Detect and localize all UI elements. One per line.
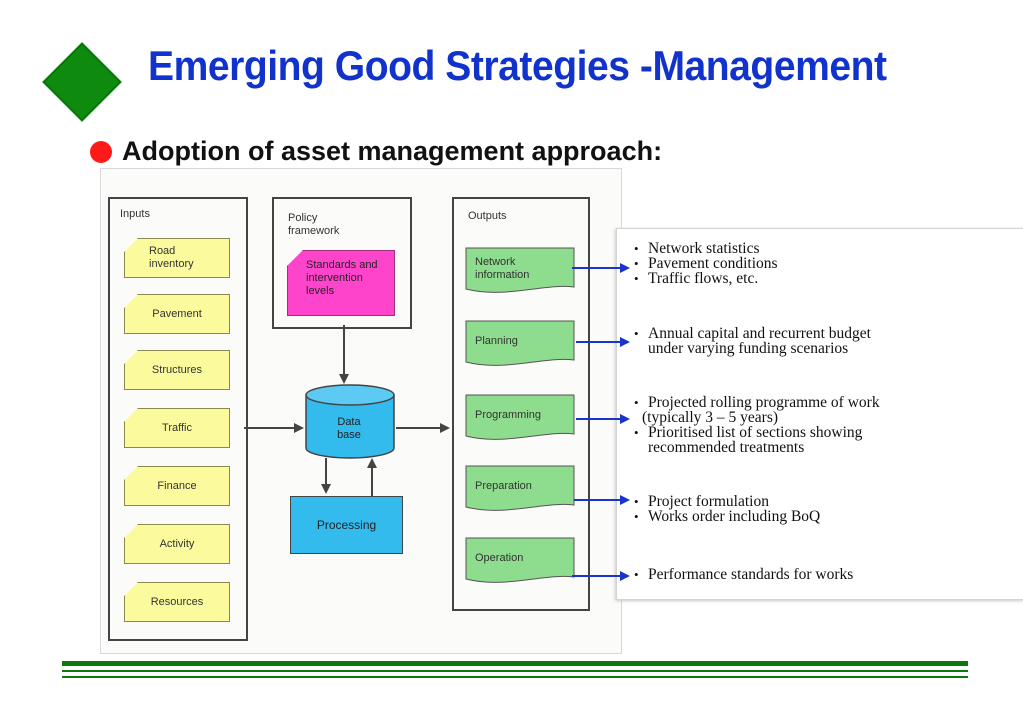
outputs-box [452,197,590,611]
note-item-continued: recommended treatments [648,439,805,456]
inputs-label: Inputs [120,208,150,220]
note-item: Performance standards for works [634,567,853,583]
note-group-preparation: Project formulation Works order includin… [634,494,820,525]
note-group-planning: Annual capital and recurrent budget unde… [634,326,871,357]
note-item-continued: under varying funding scenarios [648,340,849,357]
policy-box [272,197,412,329]
note-item: Pavement conditions [634,256,778,272]
note-item: Traffic flows, etc. [634,271,778,287]
footer-line-bottom [62,676,968,678]
inputs-box [108,197,248,641]
note-item: Annual capital and recurrent budget [634,326,871,342]
output-operation: Operation [465,537,575,583]
note-group-operation: Performance standards for works [634,567,853,583]
note-item: Projected rolling programme of work [634,395,880,411]
input-finance: Finance [124,466,230,506]
standards-box: Standards and intervention levels [287,250,395,316]
note-group-network: Network statistics Pavement conditions T… [634,241,778,287]
input-structures: Structures [124,350,230,390]
input-resources: Resources [124,582,230,622]
bullet-text: Adoption of asset management approach: [122,136,663,166]
note-item: Prioritised list of sections showing [634,425,880,441]
output-planning: Planning [465,320,575,366]
slide-title: Emerging Good Strategies -Management [148,42,887,89]
input-road-inventory: Road inventory [124,238,230,278]
database-label: Data base [337,416,361,441]
note-item: Network statistics [634,241,778,257]
input-pavement: Pavement [124,294,230,334]
note-group-programming: Projected rolling programme of work (typ… [634,395,880,456]
output-preparation: Preparation [465,465,575,511]
output-programming: Programming [465,394,575,440]
notes-panel [616,228,1023,600]
input-traffic: Traffic [124,408,230,448]
diamond-logo-icon [38,38,126,126]
note-item: Works order including BoQ [634,509,820,525]
policy-label: Policy framework [288,212,340,237]
footer-line-middle [62,670,968,672]
outputs-label: Outputs [468,210,507,222]
footer-line-top [62,661,968,666]
note-item: Project formulation [634,494,820,510]
note-item-continued: (typically 3 – 5 years) [642,409,779,426]
output-network-information: Network information [465,247,575,293]
bullet-dot-icon [90,141,112,163]
input-activity: Activity [124,524,230,564]
processing-box: Processing [290,496,403,554]
